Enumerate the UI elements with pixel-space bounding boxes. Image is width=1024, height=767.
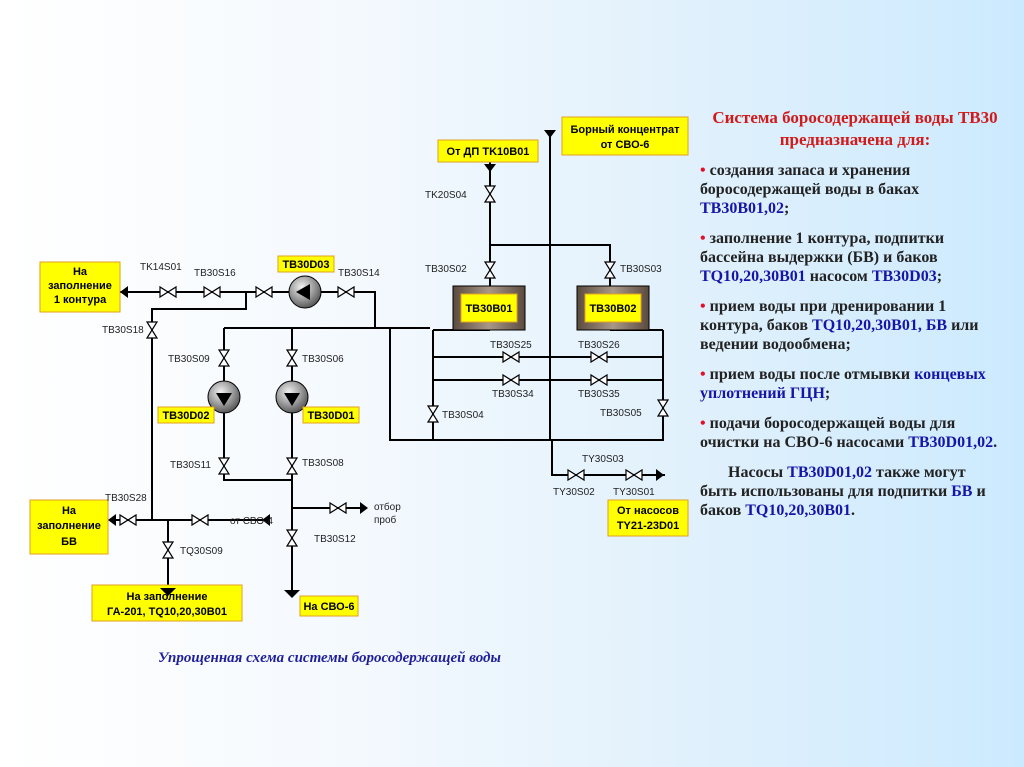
box-from-dp: От ДП TK10B01 [437,139,539,163]
pump-tb30d03[interactable]: TB30D03 [277,255,335,309]
valve-svo4 [191,513,209,527]
svg-text:1 контура: 1 контура [54,294,107,306]
svg-text:проб: проб [374,514,397,526]
valve-tb30s18 [145,321,159,339]
svg-text:TB30S25: TB30S25 [490,340,532,351]
svg-text:TB30S05: TB30S05 [600,408,642,419]
valve-tb30s02 [483,261,497,279]
valve-tb30s09 [217,349,231,367]
arrow-heads [108,130,664,598]
svg-text:TY30S01: TY30S01 [613,487,655,498]
svg-text:От насосов: От насосов [617,505,679,517]
valve-tb30s14 [337,285,355,299]
list-item: • подачи боросодержащей воды для очистки… [700,415,998,451]
borated-water-scheme: На заполнение 1 контура На заполнение БВ… [29,116,689,622]
svg-text:На заполнение: На заполнение [127,591,208,603]
panel-note: Насосы ТВ30D01,02 также могут быть испол… [700,464,986,519]
pump-tb30d01[interactable]: TB30D01 [275,380,360,424]
box-boric: Борный концентрат от СВО-6 [561,116,689,156]
list-item: • прием воды при дренировании 1 контура,… [700,298,979,353]
valve-sampling [329,501,347,515]
valve-tk20s04 [483,185,497,203]
box-fill-ga: На заполнение ГА-201, TQ10,20,30B01 [91,584,243,622]
valve-tb30s03 [603,261,617,279]
svg-text:от СВО-4: от СВО-4 [230,516,273,527]
valves[interactable] [119,185,670,559]
box-from-pumps: От насосов TY21-23D01 [607,499,689,537]
valve-tb30s26 [590,350,608,364]
valve-tb30s25 [502,350,520,364]
svg-text:TB30D03: TB30D03 [282,259,329,271]
list-item: • создания запаса и хранения боросодержа… [700,162,920,217]
valve-ty30s01 [625,468,643,482]
svg-text:TB30S03: TB30S03 [620,264,662,275]
svg-text:TB30D02: TB30D02 [162,410,209,422]
valve-tk14s01 [159,285,177,299]
svg-text:TB30S04: TB30S04 [442,410,484,421]
svg-text:TY30S03: TY30S03 [582,454,624,465]
svg-text:На СВО-6: На СВО-6 [303,601,354,613]
svg-text:TB30S26: TB30S26 [578,340,620,351]
valve-tb30s34 [502,373,520,387]
valve-tb30s08 [285,457,299,475]
svg-text:TY21-23D01: TY21-23D01 [617,520,679,532]
svg-text:На: На [62,505,77,517]
svg-text:TB30B01: TB30B01 [465,303,512,315]
box-fill-bv: На заполнение БВ [29,499,109,555]
valve-tb30s12 [285,529,299,547]
pump-tb30d02[interactable]: TB30D02 [157,380,241,424]
box-to-svo6: На СВО-6 [299,595,359,617]
valve-check-d03 [255,285,273,299]
tank-tb30b01[interactable]: TB30B01 [452,285,526,331]
svg-text:TB30S18: TB30S18 [102,325,144,336]
svg-text:TK14S01: TK14S01 [140,262,182,273]
svg-text:БВ: БВ [61,536,77,548]
valve-tb30s05 [656,399,670,417]
svg-text:TB30S06: TB30S06 [302,354,344,365]
svg-text:TB30B02: TB30B02 [589,303,636,315]
svg-text:На: На [73,266,88,278]
svg-text:TY30S02: TY30S02 [553,487,595,498]
panel-title: Система боросодержащей воды ТВ30 предназ… [712,108,998,149]
box-fill-1-contour: На заполнение 1 контура [39,261,121,313]
svg-text:TB30D01: TB30D01 [307,410,354,422]
valve-tb30s06 [285,349,299,367]
svg-text:TB30S35: TB30S35 [578,389,620,400]
svg-text:TQ30S09: TQ30S09 [180,546,223,557]
list-item: • заполнение 1 контура, подпитки бассейн… [700,230,945,285]
valve-tb30s11 [217,457,231,475]
valve-ty30s02 [567,468,585,482]
svg-text:TB30S08: TB30S08 [302,458,344,469]
tank-tb30b02[interactable]: TB30B02 [576,285,650,331]
svg-text:TB30S28: TB30S28 [105,493,147,504]
list-item: • прием воды после отмывки концевых упло… [700,366,986,402]
svg-text:От ДП TK10B01: От ДП TK10B01 [447,146,530,158]
svg-text:Борный концентрат: Борный концентрат [570,124,680,136]
svg-text:TB30S09: TB30S09 [168,354,210,365]
diagram-caption: Упрощенная схема системы боросодержащей … [158,650,501,666]
description-panel: Система боросодержащей воды ТВ30 предназ… [700,107,1000,531]
svg-text:TB30S11: TB30S11 [170,460,211,471]
svg-text:отбор: отбор [374,501,401,513]
valve-tb30s28 [119,513,137,527]
valve-tq30s09 [161,541,175,559]
svg-text:заполнение: заполнение [37,520,101,532]
svg-text:заполнение: заполнение [48,280,112,292]
svg-text:от СВО-6: от СВО-6 [601,139,650,151]
svg-text:ГА-201, TQ10,20,30B01: ГА-201, TQ10,20,30B01 [107,606,227,618]
svg-text:TB30S14: TB30S14 [338,268,380,279]
svg-text:TB30S12: TB30S12 [314,534,356,545]
svg-text:TB30S02: TB30S02 [425,264,467,275]
svg-text:TB30S34: TB30S34 [492,389,534,400]
valve-labels: TK14S01 TB30S16 TB30S14 TB30S18 TB30S09 … [102,190,662,557]
valve-tb30s16 [203,285,221,299]
svg-text:TK20S04: TK20S04 [425,190,467,201]
valve-tb30s35 [590,373,608,387]
svg-text:TB30S16: TB30S16 [194,268,236,279]
valve-tb30s04 [426,405,440,423]
